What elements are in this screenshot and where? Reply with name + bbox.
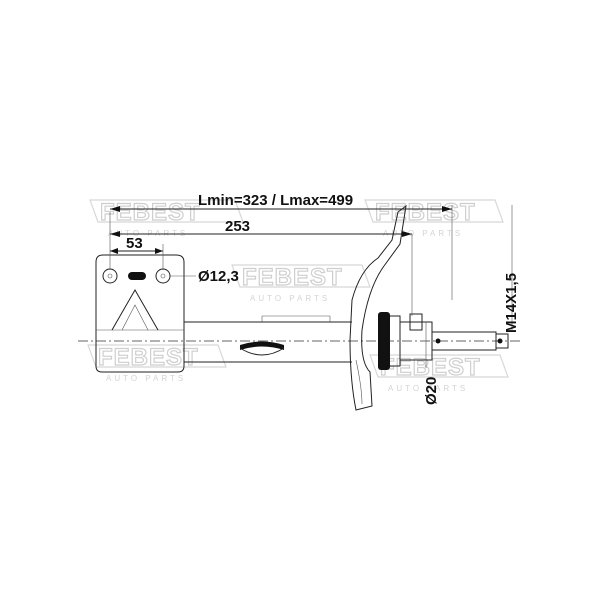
rod-diameter-callout: Ø20 xyxy=(423,322,440,405)
bracket-hole-right xyxy=(155,268,171,284)
thread-callout: M14X1,5 xyxy=(503,273,520,333)
watermark-top-right: FEBEST AUTO PARTS xyxy=(364,198,504,238)
distance-label: 253 xyxy=(225,218,250,235)
hole-diameter-label: Ø12,3 xyxy=(198,268,239,285)
watermark-tagline-bottom-right: AUTO PARTS xyxy=(388,384,468,393)
watermark-center: FEBEST AUTO PARTS xyxy=(231,263,371,303)
mounting-bracket xyxy=(95,254,185,373)
distance-dimension: 253 xyxy=(110,218,413,316)
bracket-width-dimension: 53 xyxy=(110,235,164,270)
watermark-bottom-right: FEBEST AUTO PARTS xyxy=(369,353,509,393)
length-label: Lmin=323 / Lmax=499 xyxy=(198,192,353,209)
piston-rod xyxy=(400,313,509,361)
clip xyxy=(240,341,284,350)
watermark-brand-center: FEBEST xyxy=(242,264,343,291)
watermark-tagline-center: AUTO PARTS xyxy=(250,294,330,303)
length-dimension: Lmin=323 / Lmax=499 xyxy=(109,192,513,330)
bracket-slot xyxy=(128,272,146,280)
watermark-brand-top-right: FEBEST xyxy=(375,199,476,226)
watermark-tagline-bottom-left: AUTO PARTS xyxy=(106,374,186,383)
watermark-tagline-top-right: AUTO PARTS xyxy=(383,229,463,238)
bracket-width-label: 53 xyxy=(126,235,143,252)
watermark-group: FEBEST AUTO PARTS FEBEST AUTO PARTS FEBE… xyxy=(87,198,509,393)
watermark-brand-bottom-left: FEBEST xyxy=(98,344,199,371)
shock-body xyxy=(184,315,352,363)
watermark-left: FEBEST AUTO PARTS xyxy=(89,198,244,238)
hole-diameter-callout: Ø12,3 xyxy=(170,268,239,285)
watermark-bottom-left: FEBEST AUTO PARTS xyxy=(87,343,227,383)
thread-label: M14X1,5 xyxy=(503,273,520,333)
rubber-seal xyxy=(378,312,390,370)
bracket-hole-left xyxy=(102,268,118,284)
watermark-brand-left: FEBEST xyxy=(100,199,201,226)
watermark-brand-bottom-right: FEBEST xyxy=(380,354,481,381)
spring-seat xyxy=(349,204,407,411)
rod-diameter-label: Ø20 xyxy=(423,377,440,405)
